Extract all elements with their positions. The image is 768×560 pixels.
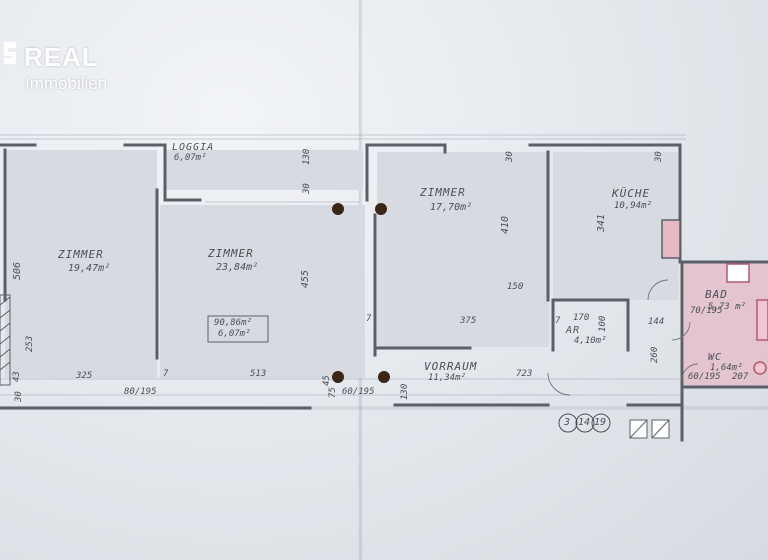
- dim-30-c: 30: [654, 151, 664, 162]
- room-name-zimmer-2: Zimmer: [208, 247, 254, 260]
- dim-130-bottom: 130: [400, 383, 410, 400]
- dim-75: 75: [328, 387, 338, 398]
- room-name-loggia: Loggia: [172, 142, 215, 153]
- room-area-bad: 5,73 m²: [708, 302, 746, 312]
- dim-7-b: 7: [366, 314, 372, 324]
- dim-260: 260: [650, 346, 660, 363]
- room-name-bad: Bad: [705, 288, 728, 301]
- dim-7-c: 7: [555, 316, 561, 326]
- room-area-zimmer-2: 23,84m²: [216, 262, 259, 273]
- dim-vorraum-width: 723: [516, 369, 533, 379]
- logo-subtitle: Immobilien: [25, 74, 108, 93]
- dim-43: 43: [12, 371, 22, 382]
- door-label-4: 70/195: [690, 306, 723, 316]
- circled-number-3: 19: [594, 417, 607, 428]
- dim-zimmer1-height: 506: [12, 261, 23, 280]
- hatched-wall-left: [0, 294, 11, 386]
- logo-brand-text: REAL: [24, 42, 99, 72]
- dim-zimmer1-width: 325: [76, 371, 93, 381]
- room-name-vorraum: Vorraum: [424, 360, 478, 373]
- room-area-wc: 1,64m²: [710, 363, 743, 373]
- dim-wall-375: 375: [460, 316, 477, 326]
- room-area-vorraum: 11,34m²: [428, 373, 466, 383]
- room-name-ar: AR: [566, 325, 581, 336]
- total-area-box: [207, 315, 269, 343]
- room-area-zimmer-3: 17,70m²: [430, 202, 473, 213]
- room-area-kueche: 10,94m²: [614, 201, 652, 211]
- shafts: [629, 419, 670, 439]
- dim-zimmer2-width: 513: [250, 369, 267, 379]
- kitchen-stove: [661, 219, 681, 259]
- door-label-1: 80/195: [124, 387, 157, 397]
- dim-130-top: 130: [302, 148, 312, 165]
- logo-s-mark-icon: [4, 42, 16, 64]
- room-area-zimmer-1: 19,47m²: [68, 263, 111, 274]
- room-name-kueche: Küche: [612, 187, 651, 200]
- dim-30-b: 30: [505, 151, 515, 162]
- dim-zimmer2-depth: 455: [300, 269, 311, 288]
- circled-number-2: 14: [578, 417, 591, 428]
- dim-ar-100: 100: [598, 315, 608, 332]
- washbasin: [726, 263, 750, 283]
- total-area-line-2: 6,07m²: [218, 329, 251, 339]
- room-name-zimmer-1: Zimmer: [58, 248, 104, 261]
- door-label-3: 60/195: [688, 372, 721, 382]
- room-fills: [5, 150, 678, 378]
- dim-45: 45: [322, 375, 332, 386]
- room-name-zimmer-3: Zimmer: [420, 186, 466, 199]
- total-area-line-1: 90,86m²: [214, 318, 252, 328]
- dim-7-a: 7: [163, 369, 169, 379]
- circled-numbers: [558, 413, 611, 433]
- circled-number-1: 3: [564, 417, 571, 428]
- dim-ar-width: 170: [573, 313, 590, 323]
- dim-30-d: 30: [14, 391, 24, 402]
- door-arcs: [547, 279, 699, 396]
- shaft-diagonals: [629, 419, 670, 439]
- room-name-wc: WC: [708, 352, 723, 363]
- walls: [0, 143, 768, 442]
- dim-30-a: 30: [302, 183, 312, 194]
- dim-left-253: 253: [25, 335, 35, 352]
- bathtub: [756, 299, 768, 341]
- dim-207: 207: [732, 372, 749, 382]
- binder-holes: [332, 203, 390, 383]
- door-label-2: 60/195: [342, 387, 375, 397]
- dim-passage-width: 150: [507, 282, 524, 292]
- room-area-loggia: 6,07m²: [174, 153, 207, 163]
- dim-zimmer3-depth: 410: [500, 215, 511, 234]
- dim-144: 144: [648, 317, 665, 327]
- room-area-ar: 4,10m²: [574, 336, 607, 346]
- toilet: [753, 361, 767, 375]
- dim-kueche-depth: 341: [596, 213, 607, 232]
